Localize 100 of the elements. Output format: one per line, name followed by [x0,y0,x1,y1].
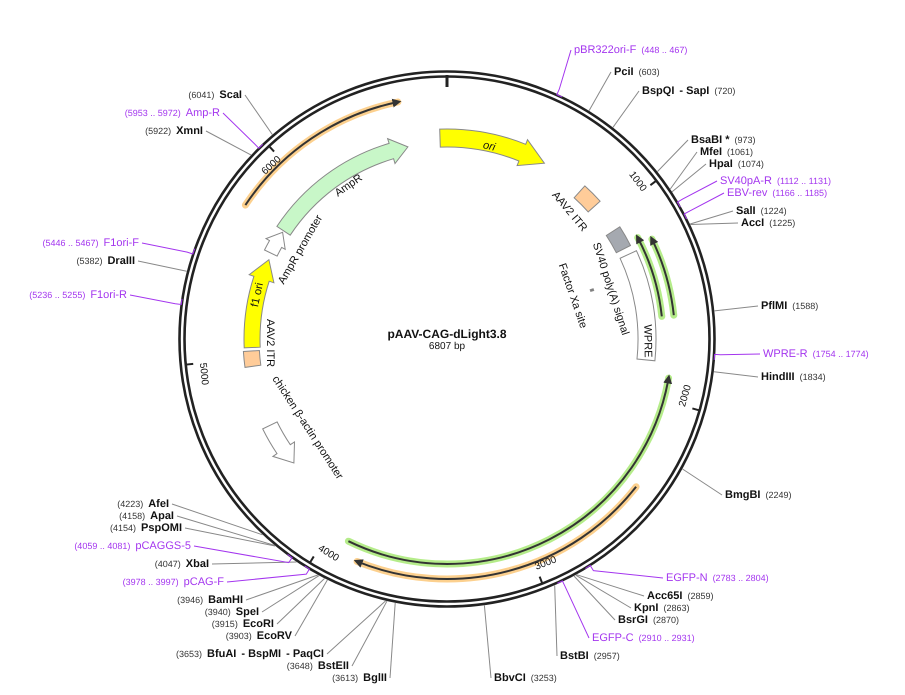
leader-line [352,600,388,666]
site-position: (4059 .. 4081) [74,540,130,553]
site-position: (4154) [110,522,136,535]
leader-line [194,546,293,564]
site-position: (5236 .. 5255) [29,289,86,302]
primer-name: pBR322ori-F [574,43,636,57]
enzyme-name: EcoRV [256,629,292,643]
plasmid-name: pAAV-CAG-dLight3.8 [387,327,507,341]
feature-label: AAV2 ITR [264,318,276,368]
leader-line [176,516,275,546]
leader-line [262,575,320,612]
leader-line [246,574,318,600]
leader-line [130,294,182,306]
leader-line [244,94,273,135]
enzyme-name: XmnI [176,124,203,138]
tick-label: 4000 [315,543,340,566]
site-position: (2249) [765,489,792,502]
leader-line [212,562,298,564]
site-position: (1061) [727,146,754,159]
leader-line [657,140,688,172]
site-position: (1166 .. 1185) [772,187,828,200]
site-position: (6041) [188,89,214,102]
primer-name: WPRE-R [763,347,808,361]
leader-line [714,354,760,360]
site-position: (603) [638,66,660,79]
leader-line [222,112,264,149]
enzyme-name: BsaBI * [691,133,730,147]
enzyme-name: HpaI [709,157,733,171]
leader-line [206,130,252,156]
leader-line [690,222,738,225]
site-position: (3903) [226,630,252,643]
leader-line [575,574,632,608]
site-position: (448 .. 467) [641,44,688,57]
leader-line [690,210,734,224]
primer-name: pCAGGS-5 [135,539,191,553]
primer-name: F1ori-R [90,288,127,302]
site-position: (1225) [769,217,796,230]
tick-label: 3000 [534,554,559,574]
leader-line [142,242,196,255]
enzyme-name: XbaI [186,557,209,571]
enzyme-name: AccI [741,216,764,230]
leader-line [612,90,640,128]
feature-label: ori [482,139,496,155]
site-position: (3978 .. 3997) [122,576,179,589]
site-position: (3653) [176,648,202,661]
leader-line [172,504,263,536]
enzyme-name: BstBI [560,649,589,663]
site-position: (1074) [738,158,764,171]
primer-name: EGFP-C [592,631,634,645]
primer-name: SV40pA-R [720,174,772,188]
leader-line [683,192,724,220]
enzyme-name: - PaqCI [286,647,324,661]
primer-name: EBV-rev [727,186,768,200]
site-position: (2783 .. 2804) [712,572,769,585]
site-position: (3915) [212,618,238,631]
leader-line [670,152,698,190]
site-position: (5382) [76,255,102,268]
site-position: (1834) [800,371,826,384]
site-position: (3613) [332,672,358,685]
site-position: (2910 .. 2931) [638,632,695,645]
enzyme-name: AfeI [148,497,169,511]
leader-line [584,564,664,578]
site-position: (4158) [119,510,146,523]
leader-line [484,604,492,678]
enzyme-name: BsrGI [618,614,648,627]
leader-line [556,580,590,638]
leader-line [574,576,616,620]
feature-label: Factor Xa site [554,262,590,330]
primer-name: EGFP-N [666,571,708,585]
enzyme-name: SpeI [236,605,259,619]
enzyme-name: - SapI [679,84,710,98]
feature-label: f1 ori [249,282,267,308]
tick-label: 5000 [196,362,210,386]
site-position: (2859) [687,590,714,603]
site-position: (2863) [663,602,690,615]
leader-line [294,579,328,636]
site-position: (1224) [760,205,787,218]
leader-line [672,164,706,192]
site-position: (3648) [286,660,313,673]
enzyme-name: ApaI [150,509,174,523]
site-position: (1588) [792,300,818,313]
primer-name: Amp-R [186,106,220,120]
site-position: (4047) [154,558,181,571]
site-position: (973) [734,134,756,147]
leader-line [390,602,396,678]
enzyme-name: DraIII [107,254,135,268]
plasmid-size: 6807 bp [428,341,466,353]
enzyme-name: BfuAI [207,647,236,661]
enzyme-name: - BspMI [241,647,282,661]
enzyme-name: BstEII [318,660,349,673]
enzyme-name: KpnI [634,601,658,615]
site-position: (5953 .. 5972) [124,107,181,120]
leader-line [226,566,310,582]
enzyme-name: PciI [614,65,634,79]
leader-line [576,574,644,596]
enzyme-name: HindIII [761,370,795,384]
leader-line [184,528,276,546]
leader-line [714,306,758,312]
enzyme-name: MfeI [700,145,722,159]
leader-line [138,260,188,272]
